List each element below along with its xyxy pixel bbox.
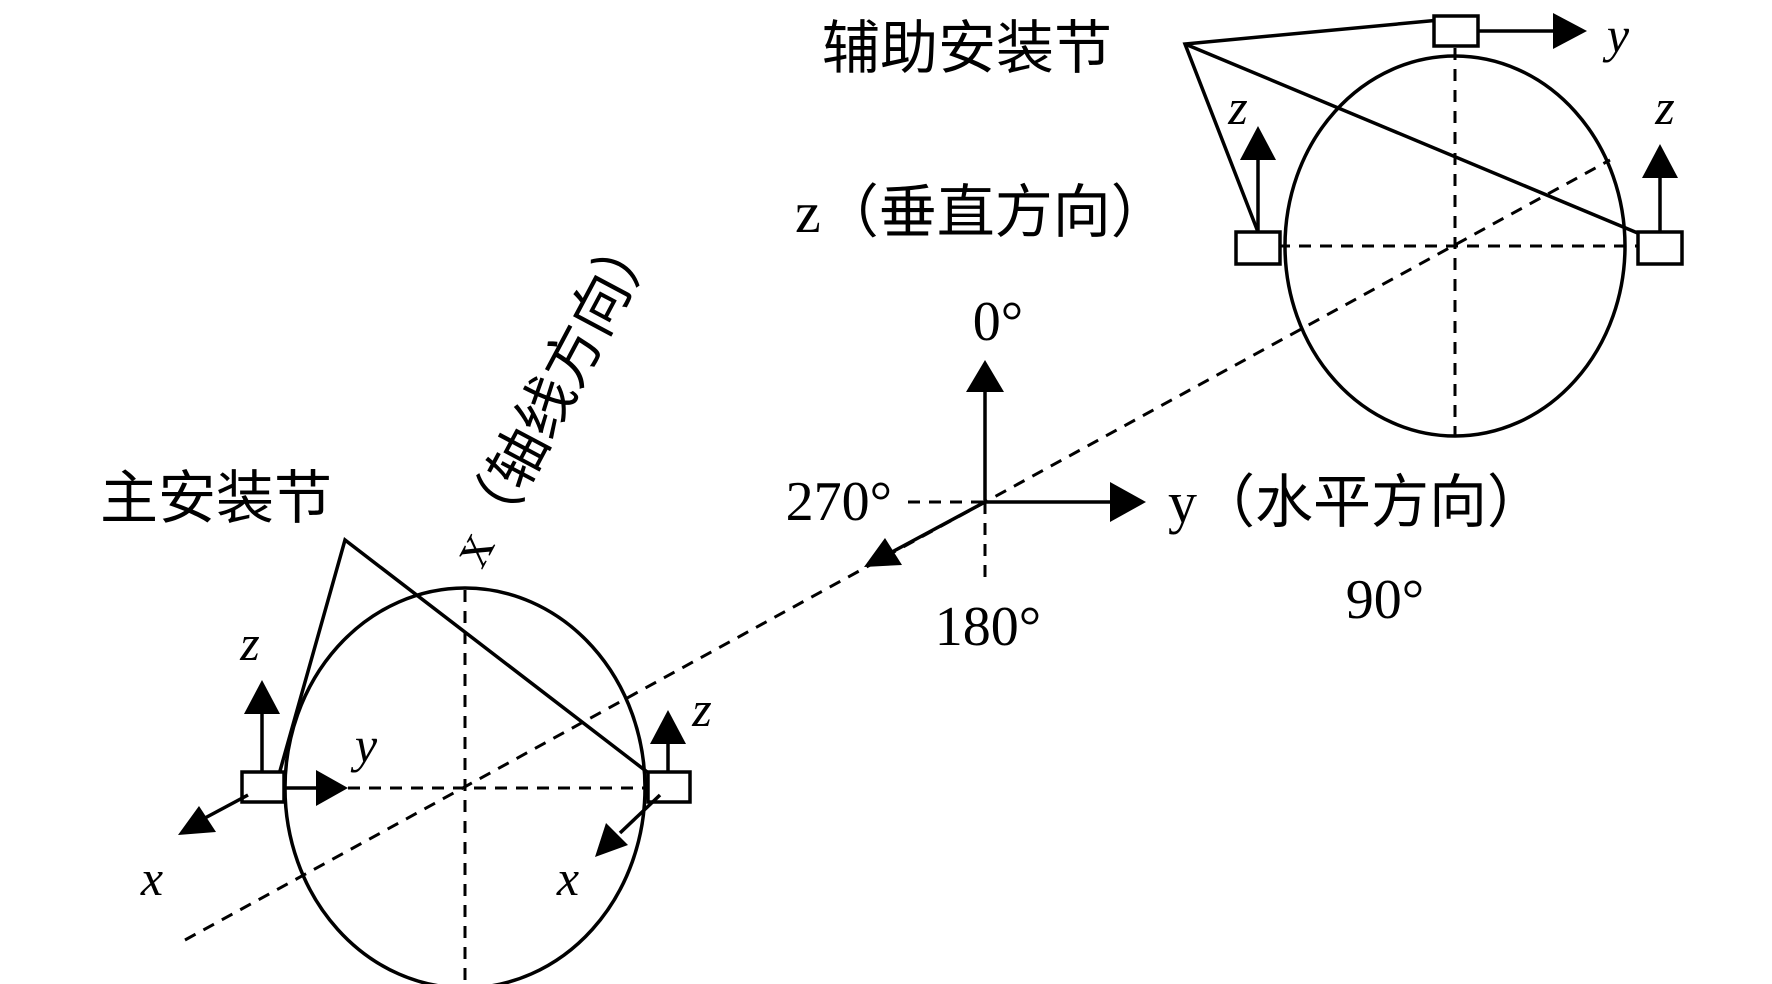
aux-mounting-ring: 辅助安装节 y z z xyxy=(822,7,1684,438)
y-horizontal-label: y（水平方向） xyxy=(1168,470,1545,535)
main-right-z-arrowhead xyxy=(650,710,686,744)
main-left-x-label: x xyxy=(140,850,163,906)
angle-270-label: 270° xyxy=(786,471,892,533)
main-right-x-label: x xyxy=(556,850,579,906)
angle-180-label: 180° xyxy=(935,596,1041,658)
aux-top-y-label: y xyxy=(1602,7,1630,63)
main-node-label: 主安装节 xyxy=(100,466,332,531)
z-vertical-label: z（垂直方向） xyxy=(795,180,1169,245)
axial-centerline xyxy=(184,158,1611,942)
aux-right-support-box xyxy=(1636,230,1684,266)
aux-node-label: 辅助安装节 xyxy=(822,16,1112,81)
main-node-leader xyxy=(276,537,657,780)
main-right-z-label: z xyxy=(691,681,711,737)
aux-node-leader-right xyxy=(1184,42,1641,236)
main-left-z-arrowhead xyxy=(244,680,280,714)
x-axial-label: x（轴线方向） xyxy=(436,213,670,576)
angle-90-label: 90° xyxy=(1346,569,1424,631)
main-left-support-box xyxy=(240,770,286,804)
main-left-x-line xyxy=(204,793,249,820)
central-coordinate-system: 0° 270° 180° 90° y（水平方向） z（垂直方向） x（轴线方向） xyxy=(436,180,1545,658)
main-mounting-ring: 主安装节 z y x z x xyxy=(100,466,712,984)
angle-0-label: 0° xyxy=(973,291,1023,353)
main-left-y-label: y xyxy=(350,717,378,773)
main-left-y-arrowhead xyxy=(316,770,348,806)
aux-right-z-arrowhead xyxy=(1642,144,1678,178)
x-axis-line xyxy=(891,500,986,554)
z-arrowhead xyxy=(966,360,1004,392)
main-left-x-arrowhead xyxy=(178,806,216,835)
aux-right-z-label: z xyxy=(1654,79,1674,135)
aux-node-leader xyxy=(1182,18,1441,233)
main-left-z-label: z xyxy=(239,615,259,671)
aux-left-support-box xyxy=(1234,230,1282,266)
main-right-support-box xyxy=(646,770,692,804)
aux-left-z-label: z xyxy=(1227,79,1247,135)
aux-left-z-arrowhead xyxy=(1240,126,1276,160)
aux-top-support-box xyxy=(1432,14,1480,48)
x-arrowhead xyxy=(864,538,902,567)
main-right-x-arrowhead xyxy=(595,823,628,857)
main-right-x-line xyxy=(618,793,662,835)
y-arrowhead xyxy=(1110,482,1146,522)
aux-top-y-arrowhead xyxy=(1553,13,1587,49)
